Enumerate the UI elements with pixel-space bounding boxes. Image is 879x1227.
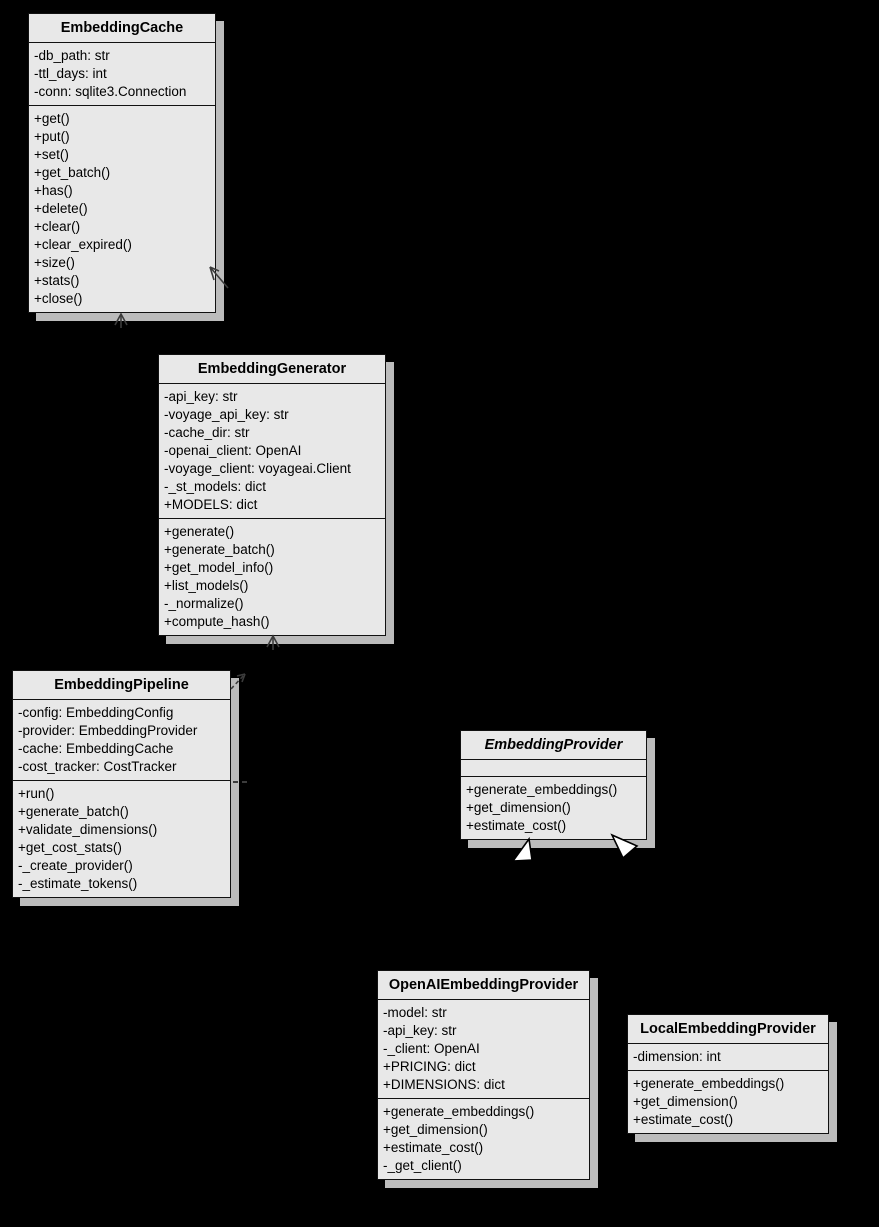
class-member: +clear_expired() bbox=[34, 237, 132, 252]
class-member: +generate_embeddings() bbox=[383, 1104, 535, 1119]
class-member: +get_cost_stats() bbox=[18, 840, 122, 855]
class-member: -model: str bbox=[383, 1005, 447, 1020]
class-member: +estimate_cost() bbox=[633, 1112, 734, 1127]
methods-compartment: +generate_embeddings() +get_dimension() +e… bbox=[378, 1098, 589, 1179]
class-member: +get_dimension() bbox=[383, 1122, 488, 1137]
class-member: +MODELS: dict bbox=[164, 497, 258, 512]
class-member: +has() bbox=[34, 183, 73, 198]
methods-compartment: +generate() +generate_batch() +get_model_i… bbox=[159, 518, 385, 635]
class-member: -ttl_days: int bbox=[34, 66, 107, 81]
class-member: -openai_client: OpenAI bbox=[164, 443, 302, 458]
class-member: -_st_models: dict bbox=[164, 479, 267, 494]
class-member: +get_dimension() bbox=[466, 800, 571, 815]
class-member: +run() bbox=[18, 786, 55, 801]
class-member: -dimension: int bbox=[633, 1049, 721, 1064]
attributes-compartment: -db_path: str -ttl_days: int -conn: sqlite… bbox=[29, 42, 215, 105]
class-member: -config: EmbeddingConfig bbox=[18, 705, 174, 720]
class-member: -provider: EmbeddingProvider bbox=[18, 723, 198, 738]
class-member: +compute_hash() bbox=[164, 614, 270, 629]
methods-compartment: +generate_embeddings() +get_dimension() +e… bbox=[461, 776, 646, 839]
class-member: +generate_batch() bbox=[164, 542, 275, 557]
class-member: -cache_dir: str bbox=[164, 425, 250, 440]
methods-compartment: +generate_embeddings() +get_dimension() +e… bbox=[628, 1070, 828, 1133]
class-member: +generate_embeddings() bbox=[633, 1076, 785, 1091]
class-member: -cost_tracker: CostTracker bbox=[18, 759, 177, 774]
class-embedding-cache: EmbeddingCache -db_path: str -ttl_days: i… bbox=[28, 13, 216, 313]
class-member: -conn: sqlite3.Connection bbox=[34, 84, 187, 99]
class-embedding-generator: EmbeddingGenerator -api_key: str -voyage_… bbox=[158, 354, 386, 636]
class-member: -_create_provider() bbox=[18, 858, 133, 873]
class-local-embedding-provider: LocalEmbeddingProvider -dimension: int +… bbox=[627, 1014, 829, 1134]
class-member: -api_key: str bbox=[164, 389, 238, 404]
class-member: -_normalize() bbox=[164, 596, 244, 611]
attributes-compartment bbox=[461, 759, 646, 776]
class-embedding-pipeline: EmbeddingPipeline -config: EmbeddingConf… bbox=[12, 670, 231, 898]
class-member: +estimate_cost() bbox=[383, 1140, 484, 1155]
methods-compartment: +get() +put() +set() +get_batch() +has() +del… bbox=[29, 105, 215, 312]
class-member: +get_dimension() bbox=[633, 1094, 738, 1109]
class-member: +generate_embeddings() bbox=[466, 782, 618, 797]
inheritance-triangle-openai bbox=[511, 836, 533, 862]
class-member: -api_key: str bbox=[383, 1023, 457, 1038]
class-member: +generate_batch() bbox=[18, 804, 129, 819]
class-member: +put() bbox=[34, 129, 70, 144]
attributes-compartment: -model: str -api_key: str -_client: OpenAI… bbox=[378, 999, 589, 1098]
attributes-compartment: -dimension: int bbox=[628, 1043, 828, 1070]
class-title: LocalEmbeddingProvider bbox=[640, 1021, 816, 1037]
class-title: EmbeddingGenerator bbox=[197, 361, 347, 377]
association-arrowhead-generator-bottom bbox=[266, 634, 280, 650]
class-member: -_get_client() bbox=[383, 1158, 462, 1173]
class-member: +size() bbox=[34, 255, 75, 270]
class-member: +get() bbox=[34, 111, 70, 126]
class-member: +generate() bbox=[164, 524, 235, 539]
class-member: +clear() bbox=[34, 219, 81, 234]
class-member: +list_models() bbox=[164, 578, 249, 593]
attributes-compartment: -config: EmbeddingConfig -provider: Embed… bbox=[13, 699, 230, 780]
class-member: +PRICING: dict bbox=[383, 1059, 476, 1074]
class-title: OpenAIEmbeddingProvider bbox=[388, 977, 579, 993]
class-member: -voyage_client: voyageai.Client bbox=[164, 461, 351, 476]
class-member: -voyage_api_key: str bbox=[164, 407, 289, 422]
class-openai-embedding-provider: OpenAIEmbeddingProvider -model: str -api_… bbox=[377, 970, 590, 1180]
association-arrowhead-cache-bottom bbox=[114, 312, 128, 328]
class-member: -_client: OpenAI bbox=[383, 1041, 480, 1056]
class-member: +set() bbox=[34, 147, 69, 162]
class-member: +estimate_cost() bbox=[466, 818, 567, 833]
class-member: -cache: EmbeddingCache bbox=[18, 741, 174, 756]
class-title: EmbeddingPipeline bbox=[54, 677, 189, 693]
class-member: +stats() bbox=[34, 273, 80, 288]
methods-compartment: +run() +generate_batch() +validate_dimensi… bbox=[13, 780, 230, 897]
class-member: +get_model_info() bbox=[164, 560, 274, 575]
dependency-arrow-pipeline-top-right bbox=[230, 673, 246, 690]
class-member: -db_path: str bbox=[34, 48, 110, 63]
class-title: EmbeddingProvider bbox=[484, 737, 623, 753]
class-member: +delete() bbox=[34, 201, 88, 216]
class-member: +DIMENSIONS: dict bbox=[383, 1077, 505, 1092]
class-embedding-provider: EmbeddingProvider +generate_embeddings()… bbox=[460, 730, 647, 840]
class-member: +validate_dimensions() bbox=[18, 822, 158, 837]
attributes-compartment: -api_key: str -voyage_api_key: str -cache_… bbox=[159, 383, 385, 518]
class-title: EmbeddingCache bbox=[60, 20, 184, 36]
class-member: -_estimate_tokens() bbox=[18, 876, 138, 891]
class-member: +close() bbox=[34, 291, 83, 306]
class-member: +get_batch() bbox=[34, 165, 111, 180]
